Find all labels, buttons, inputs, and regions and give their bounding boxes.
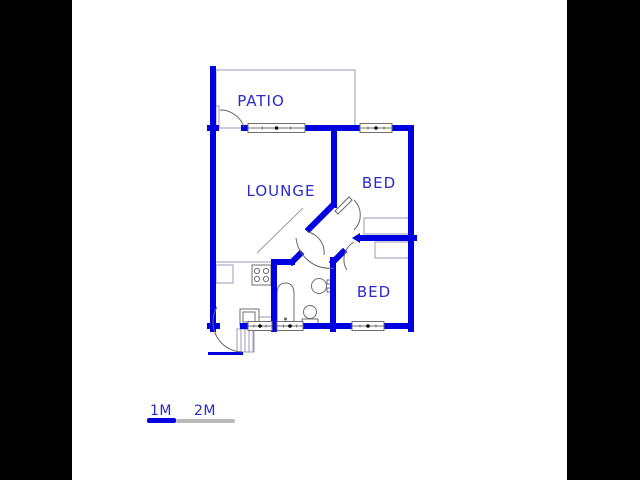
lounge-label: LOUNGE [247,182,316,200]
bed-bottom-label: BED [357,283,391,301]
letterbox-right [567,0,640,480]
bathtub-drain-icon [283,317,288,321]
stove-burner-icon [262,267,270,275]
door-swing-arc [353,199,361,231]
letterbox-left [0,0,72,480]
scale-bar-1m-segment [147,418,176,423]
wall [328,247,348,267]
porch-edge [208,352,243,355]
window-center-dot [366,324,370,328]
thin-outline-line [256,207,304,254]
scale-1m-label: 1M [150,403,172,419]
toilet-icon [303,305,317,319]
door-leaf [334,196,353,215]
wash-basin-icon [311,278,327,294]
scale-bar [147,418,235,423]
window-center-dot [374,126,378,130]
stove-burner-icon [262,275,270,283]
thin-outline-rect [215,264,234,284]
scale-2m-label: 2M [194,403,216,419]
door-swing-arc [307,231,325,256]
door-swing-arc [295,237,335,269]
stove-burner-icon [253,275,261,283]
bed-top-label: BED [362,174,396,192]
wall-point [352,233,360,243]
scale-bar-2m-segment [176,419,235,423]
wall [304,201,337,234]
bathtub-icon [276,282,295,327]
door-swing-arc [343,241,355,271]
stove-icon [251,264,272,286]
door-arcs-group [212,109,361,353]
window-center-dot [288,324,292,328]
walls-group [207,66,417,355]
window-center-dot [258,324,262,328]
fixtures-group [239,264,332,327]
door-swing-arc [219,109,245,128]
window-center-dot [274,126,279,130]
windows-group [247,123,393,331]
patio-label: PATIO [237,92,285,110]
door-swing-arc [212,306,243,353]
thin-outline-rect [374,241,412,259]
thin-outline-rect [363,217,412,235]
stove-burner-icon [253,267,261,275]
